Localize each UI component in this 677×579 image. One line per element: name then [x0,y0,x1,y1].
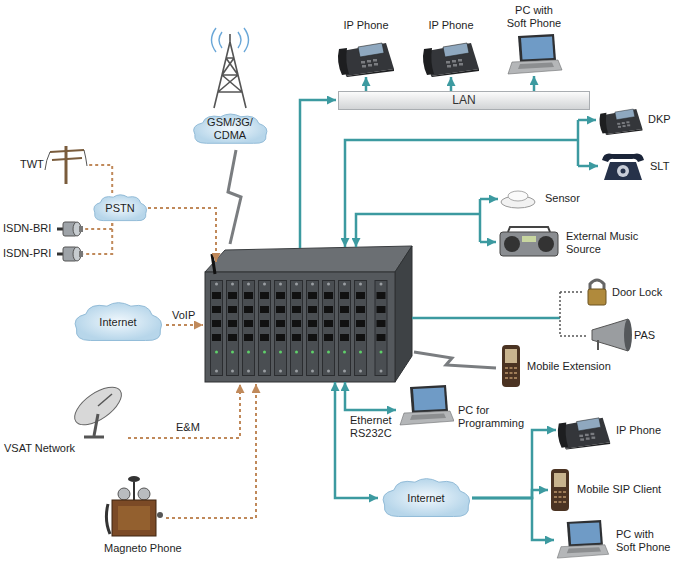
connector [450,77,453,91]
vsat-dish: VSAT Network [4,388,126,455]
band-label: LAN [452,94,475,107]
twt-line: TWT [20,146,87,184]
connector [83,223,112,254]
connector [533,76,536,91]
device-label: ISDN-PRI [3,247,51,260]
device-label: PC with Soft Phone [506,4,562,30]
device-label: IP Phone [616,424,661,437]
device-label: PAS [634,329,655,342]
device-label: SLT [650,160,669,173]
dkp-phone: DKP [598,100,671,138]
cloud-label: Internet [99,316,136,329]
softphone-pc: PC with Soft Phone [554,520,672,560]
connector [87,165,112,193]
link-label: VoIP [172,309,195,322]
slt-phone: SLT [600,150,669,182]
pas-horn: PAS [590,318,655,352]
connector [83,223,112,229]
cloud-label: GSM/3G/ CDMA [202,116,258,142]
link-label: Ethernet RS232C [350,414,396,440]
pstn-cloud: PSTN [92,193,148,223]
device-label: Sensor [545,192,580,205]
device-label: PC for Programming [458,404,528,430]
gsm-tower [212,28,249,108]
device-label: Door Lock [612,286,662,299]
programming-pc: PC for Programming [398,385,528,430]
mobile-sip-client: Mobile SIP Client [548,468,661,512]
device-label: PC with Soft Phone [616,528,672,554]
device-label: External Music Source [566,230,652,256]
device-label: IP Phone [428,19,473,32]
device-label: Mobile Extension [527,360,611,373]
device-label: Mobile SIP Client [577,483,661,496]
device-label: Magneto Phone [104,542,182,555]
ip-phone: IP Phone [335,19,397,77]
device-label: ISDN-BRI [3,222,51,235]
cloud-label: Internet [407,492,444,505]
device-label: VSAT Network [4,442,75,455]
door-lock: Door Lock [586,278,662,306]
cloud-label: PSTN [105,202,134,215]
link-wires [128,100,598,518]
device-icons [45,34,644,558]
music-source: External Music Source [498,226,652,258]
network-cloud: GSM/3G/ CDMA [191,112,269,146]
internet-cloud: Internet [72,300,164,344]
magneto-phone: Magneto Phone [104,472,182,555]
connector [365,77,368,91]
device-label: IP Phone [343,19,388,32]
connector [472,498,554,540]
softphone-pc: PC with Soft Phone [505,4,563,76]
sensor: Sensor [500,188,580,210]
internet-cloud: Internet [380,476,472,520]
pbx-chassis [205,246,412,382]
isdn-pri: ISDN-PRI [3,243,83,265]
device-label: DKP [648,113,671,126]
device-label: TWT [20,158,44,171]
mobile-extension: Mobile Extension [500,344,611,388]
link-label: E&M [176,421,200,434]
connector [472,430,556,498]
ip-phone: IP Phone [420,19,482,77]
isdn-bri: ISDN-BRI [3,218,83,240]
ip-phone: IP Phone [556,410,661,450]
lan-band: LAN [338,91,590,110]
